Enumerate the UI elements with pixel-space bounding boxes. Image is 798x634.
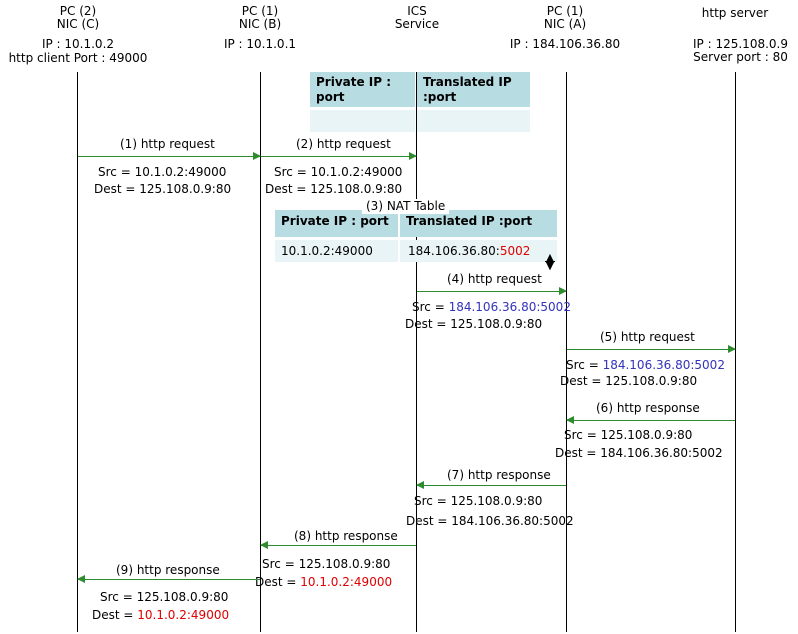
nat-empty-header-translated: Translated IP :port xyxy=(417,72,530,107)
participant-pc2-port: http client Port : 49000 xyxy=(8,51,148,65)
msg9-dest-prefix: Dest = xyxy=(92,608,138,622)
msg4-src: Src = 184.106.36.80:5002 xyxy=(412,300,571,315)
msg5-arrow xyxy=(567,345,736,353)
nat-empty-header-private-line1: Private IP : xyxy=(316,75,392,89)
nat-empty-header-private-line2: port xyxy=(316,90,345,104)
msg2-label: (2) http request xyxy=(296,137,391,151)
nat-header-private: Private IP : port xyxy=(275,210,398,237)
msg7-label: (7) http response xyxy=(447,468,551,482)
msg4-dest: Dest = 125.108.0.9:80 xyxy=(405,317,543,331)
nat-header-translated: Translated IP :port xyxy=(400,210,557,237)
nat-table-title: (3) NAT Table xyxy=(362,199,450,214)
nat-empty-header-translated-line2: :port xyxy=(423,90,457,104)
msg5-src: Src = 184.106.36.80:5002 xyxy=(566,358,725,373)
msg4-label: (4) http request xyxy=(447,272,542,286)
participant-pc2-ip: IP : 10.1.0.2 xyxy=(41,37,115,51)
msg1-src: Src = 10.1.0.2:49000 xyxy=(98,165,227,179)
msg6-label: (6) http response xyxy=(596,401,700,415)
participant-pc1a-ip: IP : 184.106.36.80 xyxy=(509,37,621,51)
msg8-arrow xyxy=(260,541,416,549)
resize-vertical-icon: ▲▼ xyxy=(545,251,555,272)
msg1-label: (1) http request xyxy=(120,137,215,151)
participant-pc2-nic: NIC (C) xyxy=(56,17,100,31)
msg8-dest-prefix: Dest = xyxy=(255,575,301,589)
nat-row-translated-ip: 184.106.36.80: xyxy=(408,244,500,258)
participant-server-ip: IP : 125.108.0.9 xyxy=(693,37,788,51)
lifeline-pc1b xyxy=(260,72,261,632)
msg6-dest: Dest = 184.106.36.80:5002 xyxy=(555,446,723,460)
msg9-dest-value: 10.1.0.2:49000 xyxy=(137,608,230,622)
lifeline-ics xyxy=(416,72,417,632)
msg5-dest: Dest = 125.108.0.9:80 xyxy=(560,374,698,388)
participant-ics-service: Service xyxy=(394,17,440,31)
msg9-label: (9) http response xyxy=(116,563,220,577)
nat-row-private: 10.1.0.2:49000 xyxy=(275,240,398,262)
msg1-dest: Dest = 125.108.0.9:80 xyxy=(94,182,232,196)
participant-pc1b-name: PC (1) xyxy=(241,4,279,18)
msg5-src-value: 184.106.36.80:5002 xyxy=(602,358,725,372)
nat-row-translated-port: 5002 xyxy=(499,244,531,258)
msg7-dest: Dest = 184.106.36.80:5002 xyxy=(406,514,574,528)
msg1-arrow xyxy=(78,152,261,160)
participant-pc1a-nic: NIC (A) xyxy=(543,17,587,31)
nat-row-translated: 184.106.36.80:5002 xyxy=(400,240,557,262)
msg5-label: (5) http request xyxy=(600,330,695,344)
nat-empty-cell-private xyxy=(310,110,415,132)
msg9-dest: Dest = 10.1.0.2:49000 xyxy=(92,608,229,623)
msg7-src: Src = 125.108.0.9:80 xyxy=(414,494,543,508)
msg4-src-prefix: Src = xyxy=(412,300,449,314)
msg7-arrow xyxy=(416,481,566,489)
msg6-src: Src = 125.108.0.9:80 xyxy=(564,428,693,442)
participant-pc1b-nic: NIC (B) xyxy=(238,17,282,31)
participant-pc1a-name: PC (1) xyxy=(546,4,584,18)
msg4-arrow xyxy=(417,287,567,295)
nat-empty-header-private: Private IP : port xyxy=(310,72,415,107)
msg6-arrow xyxy=(566,416,735,424)
participant-server-name: http server xyxy=(701,6,769,20)
lifeline-pc1a xyxy=(566,72,567,632)
nat-empty-header-translated-line1: Translated IP xyxy=(423,75,512,89)
msg8-src: Src = 125.108.0.9:80 xyxy=(262,557,391,571)
msg8-dest-value: 10.1.0.2:49000 xyxy=(300,575,393,589)
nat-empty-cell-translated xyxy=(417,110,530,132)
participant-server-port: Server port : 80 xyxy=(693,50,788,64)
msg9-arrow xyxy=(77,575,260,583)
msg8-dest: Dest = 10.1.0.2:49000 xyxy=(255,575,392,590)
msg9-src: Src = 125.108.0.9:80 xyxy=(100,590,229,604)
msg2-src: Src = 10.1.0.2:49000 xyxy=(274,165,403,179)
participant-pc2-name: PC (2) xyxy=(59,4,97,18)
participant-pc1b-ip: IP : 10.1.0.1 xyxy=(223,37,297,51)
msg5-src-prefix: Src = xyxy=(566,358,603,372)
participant-ics-name: ICS xyxy=(407,4,427,18)
lifeline-pc2 xyxy=(77,72,78,632)
msg4-src-value: 184.106.36.80:5002 xyxy=(448,300,571,314)
msg8-label: (8) http response xyxy=(294,529,398,543)
msg2-dest: Dest = 125.108.0.9:80 xyxy=(265,182,403,196)
msg2-arrow xyxy=(261,152,417,160)
